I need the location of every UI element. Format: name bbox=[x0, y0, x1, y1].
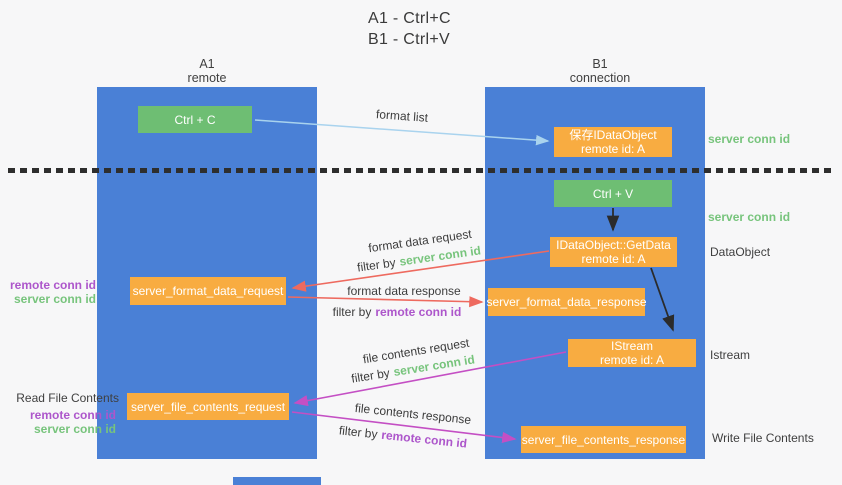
server-file-contents-response-box: server_file_contents_response bbox=[521, 426, 686, 453]
save-idataobject-box: 保存IDataObject remote id: A bbox=[554, 127, 672, 157]
getdata-line2: remote id: A bbox=[581, 252, 646, 266]
filter-by-text: filter by bbox=[356, 255, 397, 275]
server-format-data-response-box: server_format_data_response bbox=[486, 288, 647, 316]
right-server-conn-id-1: server conn id bbox=[708, 132, 791, 146]
title-line-2: B1 - Ctrl+V bbox=[368, 31, 450, 48]
server-file-contents-request-box: server_file_contents_request bbox=[127, 393, 289, 420]
read-file-contents-label: Read File Contents bbox=[16, 391, 119, 405]
istream-line1: IStream bbox=[610, 339, 653, 353]
ctrl-c-label: Ctrl + C bbox=[174, 112, 216, 127]
server-file-contents-response-label: server_file_contents_response bbox=[521, 432, 686, 447]
column-a1-role: remote bbox=[187, 71, 227, 85]
save-idataobject-line1: 保存IDataObject bbox=[569, 128, 657, 142]
write-file-contents-label: Write File Contents bbox=[712, 431, 814, 445]
save-idataobject-line2: remote id: A bbox=[580, 142, 646, 156]
server-format-data-request-box: server_format_data_request bbox=[130, 277, 286, 305]
istream-side-label: Istream bbox=[710, 348, 751, 362]
left-remote-conn-id-2: remote conn id bbox=[29, 408, 116, 422]
server-file-contents-request-label: server_file_contents_request bbox=[130, 399, 286, 414]
idataobject-getdata-box: IDataObject::GetData remote id: A bbox=[550, 237, 677, 267]
server-format-data-response-label: server_format_data_response bbox=[486, 295, 647, 309]
left-server-conn-id-1: server conn id bbox=[13, 292, 96, 306]
file-contents-response-label: file contents response bbox=[354, 400, 472, 428]
column-b1-name: B1 bbox=[592, 57, 608, 71]
format-data-response-label: format data response bbox=[347, 284, 461, 298]
istream-line2: remote id: A bbox=[599, 353, 665, 367]
right-server-conn-id-2: server conn id bbox=[708, 210, 791, 224]
getdata-line1: IDataObject::GetData bbox=[556, 238, 671, 252]
left-server-conn-id-2: server conn id bbox=[33, 422, 116, 436]
remote-conn-id-text: remote conn id bbox=[375, 305, 462, 319]
left-remote-conn-id-1: remote conn id bbox=[9, 278, 96, 292]
left-conn-id-stack-1: remote conn id server conn id bbox=[0, 278, 96, 306]
ctrl-v-box: Ctrl + V bbox=[554, 180, 672, 207]
filter-by-text: filter by bbox=[338, 423, 379, 442]
ctrl-c-box: Ctrl + C bbox=[138, 106, 252, 133]
column-header-b1: B1 connection bbox=[540, 57, 660, 85]
filter-by-text: filter by bbox=[332, 305, 372, 319]
background-window-edge bbox=[233, 477, 321, 485]
format-list-label: format list bbox=[375, 107, 429, 125]
diagram-title: A1 - Ctrl+C B1 - Ctrl+V bbox=[368, 8, 451, 50]
column-a1-name: A1 bbox=[199, 57, 215, 71]
dataobject-label: DataObject bbox=[710, 245, 771, 259]
remote-conn-id-text: remote conn id bbox=[380, 427, 468, 451]
server-format-data-request-label: server_format_data_request bbox=[132, 284, 284, 298]
filter-by-text: filter by bbox=[350, 365, 391, 386]
section-divider-dotted-line bbox=[8, 168, 836, 173]
column-header-a1: A1 remote bbox=[147, 57, 267, 85]
ctrl-v-label: Ctrl + V bbox=[592, 186, 634, 201]
istream-box: IStream remote id: A bbox=[568, 339, 696, 367]
title-line-1: A1 - Ctrl+C bbox=[368, 10, 451, 27]
left-conn-id-stack-2: remote conn id server conn id bbox=[0, 408, 116, 436]
column-b1-role: connection bbox=[569, 71, 631, 85]
